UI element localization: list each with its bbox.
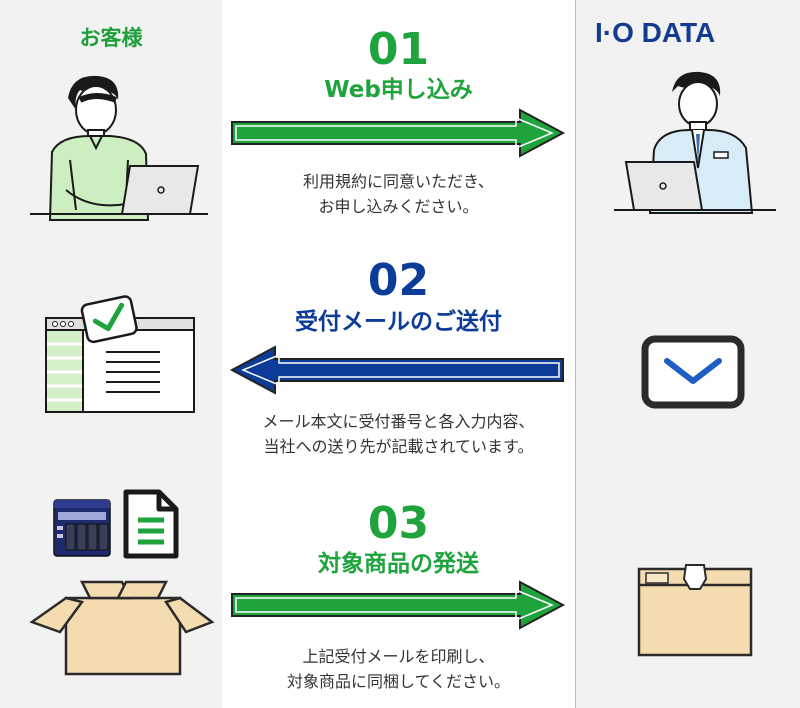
customer-laptop-illustration (30, 75, 208, 221)
customer-title: お客様 (79, 26, 143, 50)
arrow-left-2 (229, 345, 564, 395)
envelope-icon (641, 335, 745, 409)
step-03-desc-line1: 上記受付メールを印刷し、 (302, 647, 495, 666)
staff-laptop-illustration (614, 71, 776, 214)
open-box-icon (29, 580, 215, 676)
step-02-desc-line2: 当社への送り先が記載されています。 (263, 437, 534, 456)
step-01-desc-line2: お申し込みください。 (318, 197, 479, 216)
step-01-number: 01 (367, 24, 430, 75)
step-01-title: Web申し込み (324, 77, 473, 103)
step-01-desc-line1: 利用規約に同意いただき、 (303, 172, 494, 191)
document-icon (123, 489, 179, 559)
nas-device-icon (53, 499, 111, 557)
logo-text: I·O DATA (595, 17, 715, 48)
step-03-desc-line2: 対象商品に同梱してください。 (286, 672, 511, 691)
browser-check-illustration (45, 295, 195, 413)
step-02-desc-line1: メール本文に受付番号と各入力内容、 (262, 412, 535, 431)
step-02-number: 02 (367, 255, 430, 306)
arrow-right-1 (231, 108, 566, 158)
step-03-title: 対象商品の発送 (318, 551, 479, 577)
step-03-number: 03 (367, 498, 430, 549)
arrow-right-3 (231, 580, 566, 630)
closed-box-icon (637, 564, 753, 657)
iodata-logo: I·O DATA (595, 17, 715, 48)
step-02-title: 受付メールのご送付 (295, 309, 502, 335)
